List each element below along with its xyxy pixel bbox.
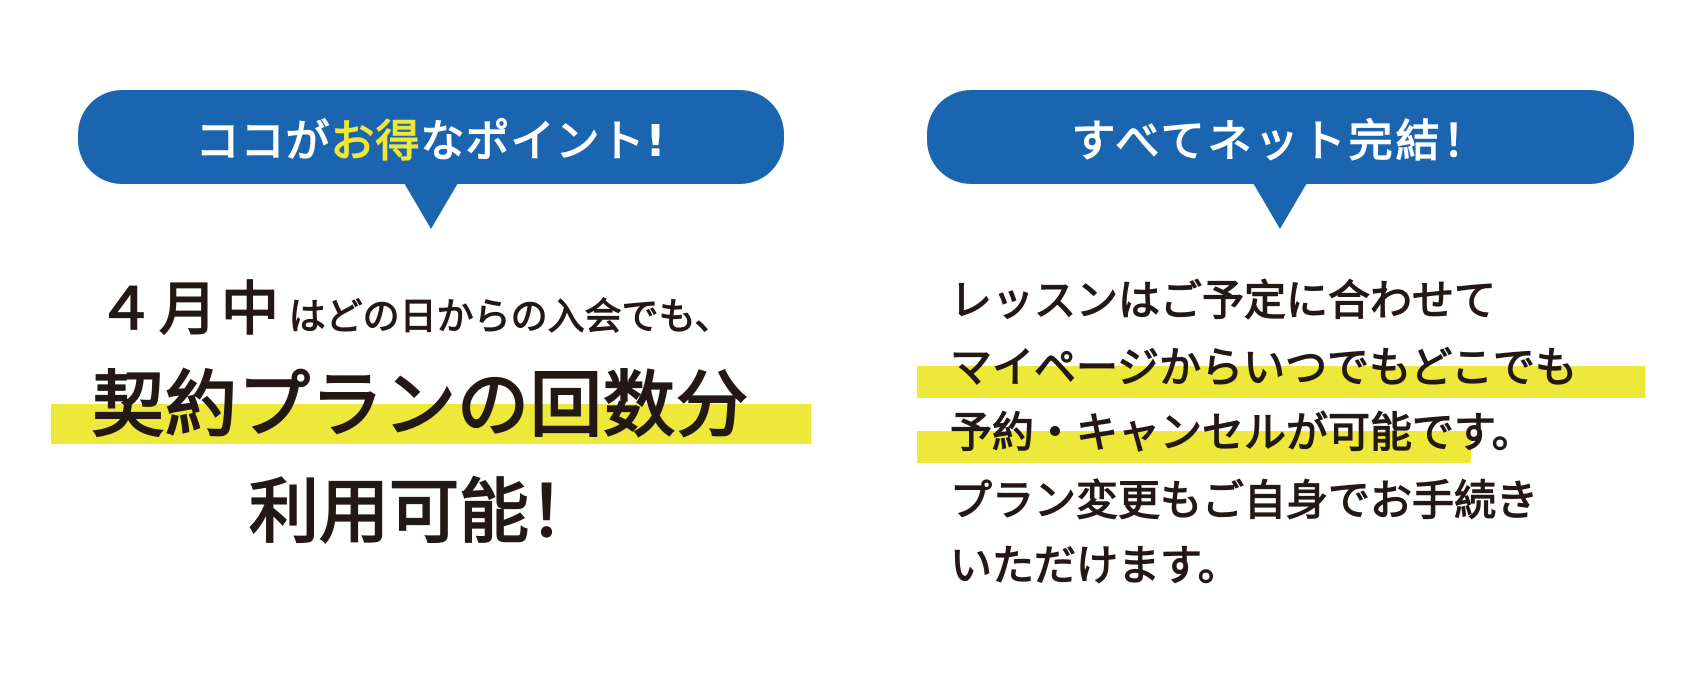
right-bubble-tail: [1253, 183, 1307, 229]
left-line1-small: はどの日からの入会でも、: [288, 295, 732, 338]
left-bubble-accent: お得: [330, 116, 421, 167]
right-line-2: マイページからいつでもどこでも: [950, 343, 1578, 392]
right-speech-bubble: すべてネット完結！: [927, 90, 1634, 184]
right-line-3: 予約・キャンセルが可能です。: [950, 408, 1534, 457]
left-bubble-tail: [404, 183, 458, 229]
left-bubble-text-1: ココが: [195, 116, 331, 167]
left-line2: 契約プランの回数分: [92, 363, 750, 447]
right-line-5: いただけます。: [950, 541, 1240, 590]
left-line1: ４月中 はどの日からの入会でも、: [97, 262, 731, 346]
left-speech-bubble: ココがお得なポイント!: [78, 90, 784, 184]
right-line-4: プラン変更もご自身でお手続き: [950, 476, 1539, 525]
left-highlight: [51, 404, 811, 444]
right-highlight-2: [917, 431, 1471, 463]
left-line1-big: ４月中: [97, 275, 284, 343]
left-line3: 利用可能！: [249, 471, 599, 553]
right-highlight-1: [917, 366, 1645, 398]
left-bubble-text-2: なポイント!: [420, 116, 667, 167]
right-line-1: レッスンはご予定に合わせて: [950, 276, 1497, 325]
right-bubble-text: すべてネット完結！: [1071, 116, 1490, 167]
